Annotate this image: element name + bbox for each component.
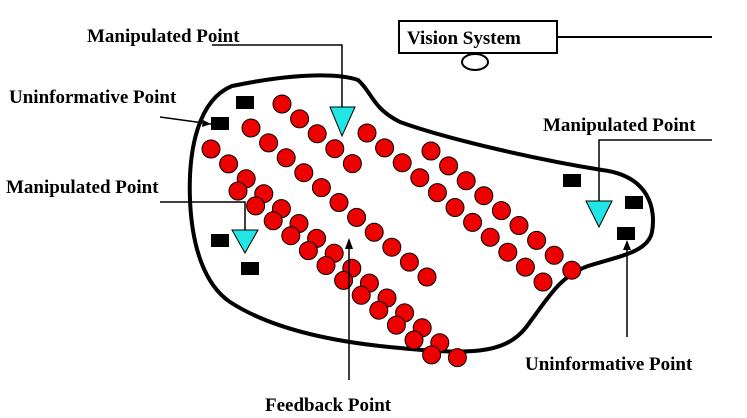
- feedback-point: [281, 226, 301, 246]
- feedback-point: [294, 163, 314, 183]
- feedback-point: [417, 267, 437, 287]
- label-vision-system: Vision System: [407, 28, 521, 49]
- leader-manipulated-left: [160, 201, 246, 230]
- feedback-point: [421, 141, 441, 161]
- label-feedback: Feedback Point: [265, 395, 392, 416]
- manipulated-point: [231, 229, 259, 255]
- manipulated-point: [585, 200, 613, 229]
- feedback-point: [334, 270, 354, 290]
- feedback-point: [463, 212, 483, 232]
- feedback-point: [427, 183, 447, 203]
- feedback-point: [404, 330, 424, 350]
- feedback-point: [544, 245, 564, 265]
- feedback-point: [375, 138, 395, 158]
- feedback-point: [474, 186, 494, 206]
- feedback-point: [515, 257, 535, 277]
- feedback-point: [498, 242, 518, 262]
- feedback-point: [357, 123, 377, 143]
- feedback-point: [272, 94, 292, 114]
- feedback-point: [364, 222, 384, 242]
- feedback-point-group: [201, 94, 582, 368]
- feedback-point: [382, 237, 402, 257]
- feedback-point: [311, 178, 331, 198]
- feedback-point: [219, 154, 239, 174]
- feedback-point: [447, 348, 467, 368]
- feedback-point: [276, 148, 296, 168]
- leader-uninformative-left: [159, 116, 212, 125]
- leader-manipulated-right: [598, 139, 712, 201]
- feedback-point: [392, 153, 412, 173]
- feedback-point: [201, 139, 221, 159]
- feedback-point: [439, 156, 459, 176]
- feedback-point: [246, 196, 266, 216]
- leader-manipulated-top: [212, 44, 343, 107]
- uninformative-point: [211, 234, 229, 247]
- uninformative-point: [617, 227, 635, 240]
- uninformative-point: [563, 174, 581, 187]
- label-manipulated-top: Manipulated Point: [87, 26, 240, 47]
- feedback-point: [445, 198, 465, 217]
- feedback-point: [342, 154, 362, 174]
- feedback-point: [422, 345, 442, 365]
- feedback-point: [456, 171, 476, 191]
- feedback-point: [329, 193, 349, 212]
- label-manipulated-right: Manipulated Point: [543, 115, 696, 136]
- arrowhead: [202, 120, 211, 127]
- uninformative-point: [625, 196, 643, 209]
- uninformative-point: [236, 96, 254, 109]
- feedback-point: [325, 139, 345, 159]
- feedback-point: [307, 124, 327, 144]
- feedback-point: [527, 230, 547, 250]
- label-uninformative-bottom: Uninformative Point: [525, 354, 693, 375]
- feedback-point: [228, 181, 248, 201]
- feedback-point: [241, 118, 261, 138]
- feedback-point: [316, 256, 336, 275]
- feedback-point: [263, 211, 283, 231]
- region-outline: [187, 73, 655, 354]
- uninformative-point: [241, 262, 259, 275]
- feedback-point: [562, 260, 582, 280]
- feedback-point: [480, 227, 500, 247]
- feedback-point: [491, 201, 511, 221]
- manipulated-point: [329, 106, 356, 138]
- feedback-point: [533, 272, 553, 292]
- feedback-point: [410, 168, 430, 188]
- feedback-point: [399, 252, 419, 272]
- arrowhead: [345, 238, 353, 249]
- feedback-point: [386, 315, 406, 335]
- feedback-point: [259, 133, 279, 153]
- uninformative-point: [211, 117, 229, 130]
- label-uninformative-left: Uninformative Point: [9, 87, 177, 108]
- arrowhead: [623, 240, 631, 250]
- label-manipulated-left: Manipulated Point: [6, 177, 159, 198]
- feedback-point: [509, 216, 529, 235]
- vision-system-lens: [461, 53, 489, 71]
- feedback-point: [347, 207, 367, 227]
- feedback-point: [369, 300, 389, 320]
- feedback-point: [351, 285, 371, 305]
- feedback-point: [290, 109, 310, 129]
- feedback-point: [298, 241, 318, 261]
